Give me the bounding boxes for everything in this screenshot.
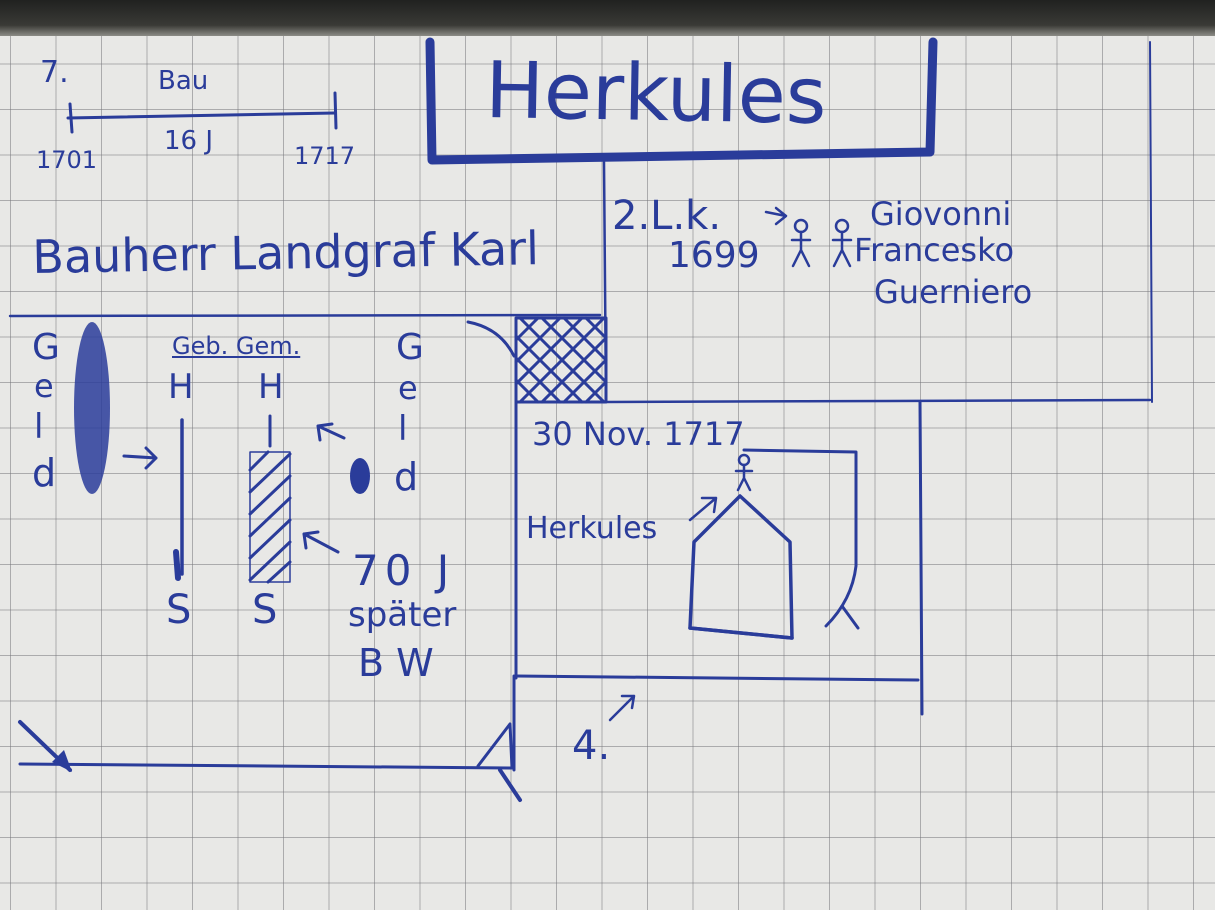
- h-right: H: [258, 367, 284, 407]
- left-pillar-base: [173, 549, 181, 581]
- cascade-fork: [840, 604, 860, 630]
- right-box-bottom: [514, 674, 920, 682]
- arrow-section-4: [608, 694, 636, 722]
- crosshatch-block: [514, 316, 608, 404]
- bottom-line: [18, 762, 514, 770]
- right-box-top: [604, 398, 1152, 404]
- bottom-bracket: [476, 722, 514, 770]
- statue-pedestal: [688, 494, 794, 640]
- s-left: S: [166, 587, 192, 633]
- arrow-to-pillar: [122, 446, 158, 470]
- years-70: 70 J: [352, 546, 456, 595]
- table-edge: [0, 0, 1215, 36]
- left-letter-l: l: [34, 407, 44, 447]
- right-letter-e: e: [398, 369, 418, 407]
- timeline-end-tick: [333, 91, 338, 130]
- name-giovonni: Giovonni: [870, 195, 1012, 233]
- statue-figure: [734, 453, 754, 492]
- page-title: Herkules: [484, 46, 828, 142]
- builder-line: Bauherr Landgraf Karl: [31, 221, 540, 284]
- right-letter-d: d: [394, 455, 419, 499]
- timeline-number: 7.: [40, 55, 69, 90]
- arrow-to-70: [302, 530, 340, 554]
- arrow-to-hatch: [316, 422, 346, 442]
- right-border: [1149, 41, 1153, 403]
- bottom-right-stroke: [498, 768, 522, 802]
- name-guerniero: Guerniero: [874, 273, 1033, 311]
- left-horizontal-divider: [8, 313, 602, 318]
- small-blob: [350, 458, 370, 494]
- name-francesko: Francesko: [854, 231, 1015, 269]
- right-letter-l: l: [398, 409, 408, 449]
- arrow-to-figures: [764, 206, 788, 226]
- section2-year: 1699: [668, 235, 760, 276]
- timeline-duration: 16 J: [164, 126, 214, 156]
- later-label: später: [348, 595, 457, 635]
- right-letter-g: G: [396, 327, 424, 368]
- left-letter-d: d: [32, 451, 57, 495]
- scribble-blob: [74, 322, 110, 494]
- date-label: 30 Nov. 1717: [532, 415, 745, 453]
- left-letter-e: e: [34, 367, 54, 405]
- timeline-line: [66, 111, 337, 120]
- corner-arrowhead: [52, 750, 72, 772]
- statue-pedestal-bottom: [688, 626, 794, 640]
- left-letter-g: G: [32, 327, 60, 368]
- stick-figure-1: [790, 218, 812, 268]
- title-box: [425, 37, 938, 165]
- stick-figure-2: [831, 218, 853, 268]
- hatched-pillar: [248, 450, 292, 584]
- timeline-end-year: 1717: [294, 142, 356, 170]
- gebaude-gemalde-header: Geb. Gem.: [172, 332, 301, 360]
- bw-label: B W: [358, 641, 434, 685]
- curve-corner: [466, 320, 516, 358]
- section2-label: 2.L.k.: [612, 193, 722, 239]
- timeline-start-year: 1701: [36, 146, 98, 174]
- statue-label: Herkules: [526, 511, 658, 546]
- cascade-line: [742, 448, 858, 628]
- right-box-right: [918, 400, 924, 716]
- h-left: H: [168, 367, 194, 407]
- arrow-to-statue: [688, 496, 718, 522]
- s-right: S: [252, 587, 278, 633]
- timeline-label: Bau: [158, 66, 209, 96]
- timeline-start-tick: [68, 102, 74, 134]
- section-4-label: 4.: [572, 723, 611, 769]
